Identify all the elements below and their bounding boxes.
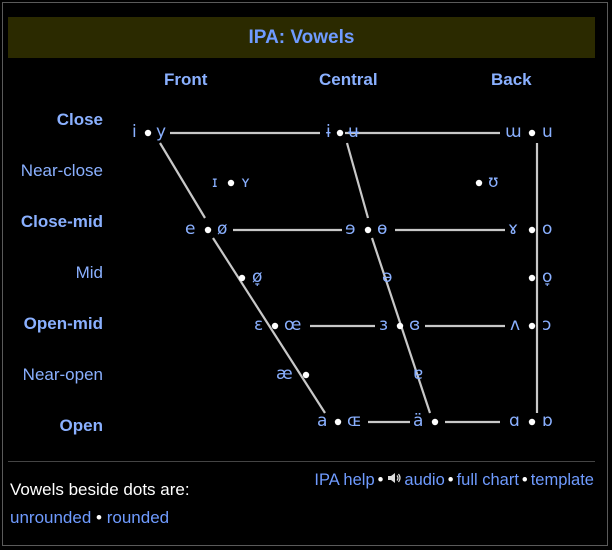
dot-openmid-back [528, 322, 536, 330]
footer-links: IPA help•audio•full chart•template [314, 470, 594, 491]
legend-intro: Vowels beside dots are: [10, 480, 190, 499]
dot-open-central [431, 418, 439, 426]
vowels-title-link[interactable]: Vowels [290, 27, 355, 48]
full-chart-link[interactable]: full chart [456, 470, 519, 489]
row-open-mid: Open-mid [23, 314, 103, 333]
audio-link[interactable]: audio [404, 470, 445, 489]
dot-close-central [336, 129, 344, 137]
legend-dot: • [96, 508, 102, 527]
vowel-open-front-unrounded[interactable]: a [317, 411, 328, 431]
vowel-closemid-back-unrounded[interactable]: ɤ [508, 219, 519, 239]
unrounded-link[interactable]: unrounded [10, 508, 92, 527]
vowel-nearclose-front-unrounded[interactable]: ɪ [212, 173, 218, 191]
column-back: Back [491, 70, 532, 89]
dot-mid-front [238, 274, 246, 282]
vowel-closemid-central-unrounded[interactable]: ɘ [345, 219, 356, 239]
vowel-close-front-rounded[interactable]: y [156, 122, 167, 142]
vowel-open-back-unrounded[interactable]: ɑ [509, 411, 520, 431]
vowel-close-front-unrounded[interactable]: i [132, 122, 137, 142]
title-separator: : [278, 27, 286, 48]
footer-separator: • [521, 470, 528, 489]
vowel-closemid-back-rounded[interactable]: o [542, 219, 553, 239]
column-central: Central [319, 70, 378, 89]
vowel-mid-back-rounded[interactable]: o̞ [542, 267, 553, 287]
speaker-icon[interactable] [386, 470, 402, 491]
dot-closemid-central [364, 226, 372, 234]
vowel-openmid-front-rounded[interactable]: œ [284, 315, 302, 335]
row-open: Open [59, 416, 103, 435]
row-near-open: Near-open [22, 365, 103, 384]
vowel-close-back-unrounded[interactable]: ɯ [505, 122, 522, 142]
dot-nearopen-front [302, 371, 310, 379]
vowel-nearclose-back-rounded[interactable]: ʊ [488, 172, 499, 192]
vowel-openmid-central-rounded[interactable]: ɞ [409, 315, 421, 335]
vowel-trapezoid [144, 129, 540, 426]
vowel-closemid-front-unrounded[interactable]: e [185, 219, 196, 239]
vowel-closemid-front-rounded[interactable]: ø [217, 219, 228, 239]
column-front: Front [164, 70, 208, 89]
vowel-chart-box [2, 2, 608, 546]
dot-mid-back [528, 274, 536, 282]
vowel-mid-central[interactable]: ə [382, 267, 393, 287]
vowel-openmid-back-rounded[interactable]: ɔ [542, 315, 552, 335]
dot-close-back [528, 129, 536, 137]
rounded-link[interactable]: rounded [106, 508, 170, 527]
template-link[interactable]: template [530, 470, 594, 489]
vowel-mid-front-rounded[interactable]: ø̞ [252, 267, 263, 287]
vowel-open-back-rounded[interactable]: ɒ [542, 411, 553, 431]
dot-openmid-front [271, 322, 279, 330]
row-mid: Mid [75, 263, 103, 282]
ipa-help-link[interactable]: IPA help [314, 470, 375, 489]
footer-separator: • [377, 470, 384, 489]
dot-open-front [334, 418, 342, 426]
chart-title: IPA: Vowels [8, 17, 595, 58]
footer-separator: • [447, 470, 454, 489]
vowel-nearopen-central[interactable]: ɐ [413, 364, 424, 384]
vowel-openmid-front-unrounded[interactable]: ɛ [254, 315, 264, 335]
divider [8, 461, 595, 462]
vowel-openmid-back-unrounded[interactable]: ʌ [510, 315, 521, 335]
vowel-nearopen-front-unrounded[interactable]: æ [276, 364, 293, 384]
dot-nearclose-back [475, 179, 483, 187]
row-near-close: Near-close [20, 161, 103, 180]
dot-openmid-central [396, 322, 404, 330]
dot-nearclose-front [227, 179, 235, 187]
row-close: Close [56, 110, 103, 129]
dot-open-back [528, 418, 536, 426]
vowel-closemid-central-rounded[interactable]: ɵ [377, 219, 388, 239]
vowel-close-central-rounded[interactable]: ʉ [348, 122, 359, 142]
vowel-nearclose-front-rounded[interactable]: ʏ [241, 173, 251, 191]
legend: Vowels beside dots are: unrounded • roun… [10, 476, 190, 532]
dot-closemid-front [204, 226, 212, 234]
vowel-close-central-unrounded[interactable]: ɨ [326, 122, 331, 142]
ipa-title-link[interactable]: IPA [248, 27, 279, 48]
vowel-close-back-rounded[interactable]: u [542, 122, 553, 142]
vowel-openmid-central-unrounded[interactable]: ɜ [379, 315, 389, 335]
vowel-open-front-rounded[interactable]: ɶ [347, 411, 362, 431]
row-close-mid: Close-mid [20, 212, 103, 231]
dot-closemid-back [528, 226, 536, 234]
dot-close-front [144, 129, 152, 137]
vowel-open-central-unrounded[interactable]: ä [413, 411, 424, 431]
